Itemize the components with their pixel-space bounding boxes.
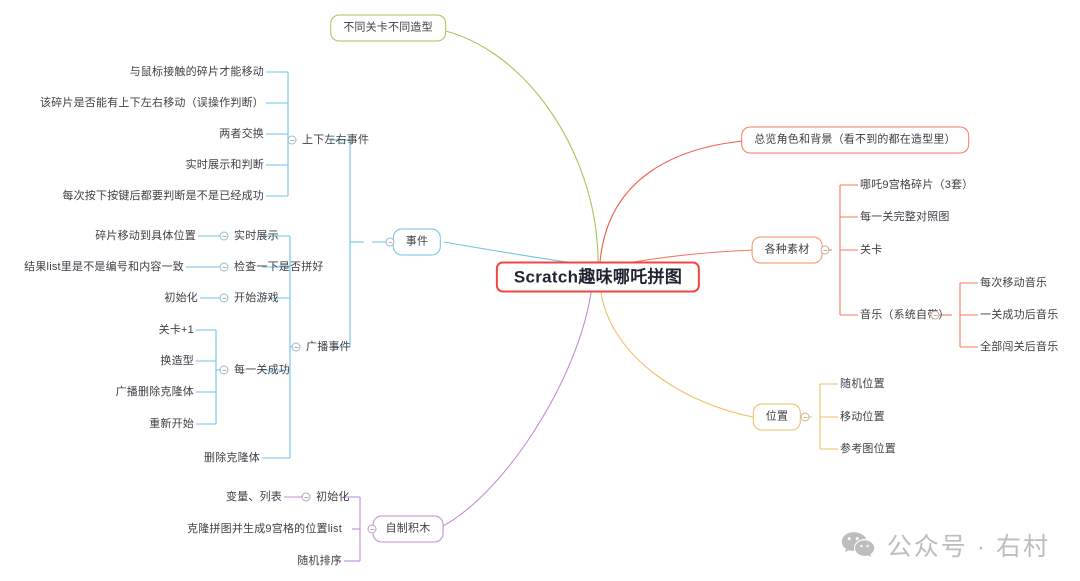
leaf-clone-and-generate-list[interactable]: 克隆拼图并生成9宫格的位置list	[187, 523, 342, 535]
leaf-realtime-show-judge[interactable]: 实时展示和判断	[185, 159, 264, 171]
leaf-all-clear-music[interactable]: 全部闯关后音乐	[980, 341, 1059, 353]
node-realtime-show[interactable]: 实时展示	[234, 230, 279, 242]
leaf-full-reference-image[interactable]: 每一关完整对照图	[860, 211, 950, 223]
leaf-init[interactable]: 初始化	[164, 292, 198, 304]
toggle-blocks-init[interactable]	[301, 492, 311, 502]
node-assets[interactable]: 各种素材	[751, 236, 823, 264]
toggle-position[interactable]	[800, 412, 810, 422]
leaf-level-plus-one[interactable]: 关卡+1	[158, 324, 194, 336]
toggle-custom-blocks[interactable]	[367, 524, 377, 534]
toggle-broadcast-events[interactable]	[291, 342, 301, 352]
leaf-can-move-check[interactable]: 该碎片是否能有上下左右移动（误操作判断）	[40, 97, 264, 109]
node-broadcast-events[interactable]: 广播事件	[306, 341, 351, 353]
leaf-move-music[interactable]: 每次移动音乐	[980, 277, 1048, 289]
leaf-level-success-music[interactable]: 一关成功后音乐	[980, 309, 1059, 321]
watermark: 公众号 · 右村	[841, 527, 1050, 563]
node-overview-sprites-backdrops[interactable]: 总览角色和背景（看不到的都在造型里）	[741, 126, 969, 154]
leaf-move-position[interactable]: 移动位置	[840, 411, 885, 423]
leaf-nezha-9grid-pieces[interactable]: 哪吒9宫格碎片（3套）	[860, 179, 974, 191]
leaf-swap-two[interactable]: 两者交换	[219, 128, 264, 140]
toggle-assets[interactable]	[820, 245, 830, 255]
root-node[interactable]: Scratch趣味哪吒拼图	[495, 261, 701, 293]
node-custom-blocks[interactable]: 自制积木	[372, 515, 444, 543]
leaf-judge-success-each-press[interactable]: 每次按下按键后都要判断是不是已经成功	[62, 190, 264, 202]
toggle-events[interactable]	[385, 237, 395, 247]
toggle-music[interactable]	[930, 310, 940, 320]
toggle-check-solved[interactable]	[219, 262, 229, 272]
toggle-level-success[interactable]	[219, 365, 229, 375]
leaf-reference-position[interactable]: 参考图位置	[840, 443, 896, 455]
node-level-success[interactable]: 每一关成功	[234, 364, 290, 376]
node-blocks-init[interactable]: 初始化	[316, 491, 350, 503]
toggle-start-game[interactable]	[219, 293, 229, 303]
node-position[interactable]: 位置	[752, 403, 802, 431]
leaf-levels[interactable]: 关卡	[860, 244, 883, 256]
leaf-variables-lists[interactable]: 变量、列表	[226, 491, 282, 503]
toggle-direction-events[interactable]	[287, 135, 297, 145]
node-delete-clone[interactable]: 删除克隆体	[204, 452, 260, 464]
leaf-change-costume[interactable]: 换造型	[160, 355, 194, 367]
toggle-realtime-show[interactable]	[219, 231, 229, 241]
watermark-text: 公众号 · 右村	[886, 533, 1050, 561]
leaf-list-index-content-match[interactable]: 结果list里是不是编号和内容一致	[24, 261, 184, 273]
node-direction-events[interactable]: 上下左右事件	[302, 134, 370, 146]
node-costumes[interactable]: 不同关卡不同造型	[330, 14, 446, 42]
leaf-random-position[interactable]: 随机位置	[840, 378, 885, 390]
node-check-solved[interactable]: 检查一下是否拼好	[234, 261, 324, 273]
leaf-restart[interactable]: 重新开始	[149, 418, 194, 430]
leaf-random-order[interactable]: 随机排序	[297, 555, 342, 567]
node-events[interactable]: 事件	[392, 228, 442, 256]
node-start-game[interactable]: 开始游戏	[234, 292, 279, 304]
node-music[interactable]: 音乐（系统自带）	[860, 309, 950, 321]
leaf-move-to-position[interactable]: 碎片移动到具体位置	[95, 230, 196, 242]
wechat-icon	[841, 532, 874, 557]
leaf-broadcast-delete-clone[interactable]: 广播删除克隆体	[115, 386, 194, 398]
leaf-mouse-touch-move[interactable]: 与鼠标接触的碎片才能移动	[129, 66, 264, 78]
